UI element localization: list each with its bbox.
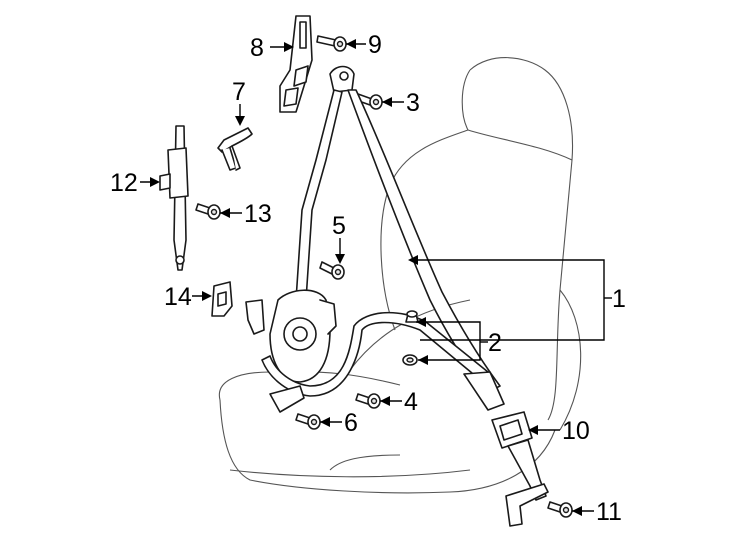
callout-4: 4 [404,388,418,416]
height-adjuster-rail [279,15,313,113]
callout-5: 5 [332,212,346,240]
small-bracket [211,281,233,317]
callout-2: 2 [488,329,502,357]
seat-belt-assembly [245,65,505,413]
callout-12: 12 [110,169,138,197]
leader-lines [140,39,612,516]
callout-3: 3 [406,89,420,117]
bolt-11 [547,501,573,518]
bolt-9 [316,35,347,52]
bolt-6 [295,413,321,430]
seat-belt-buckle [491,411,549,527]
pretensioner-bar [159,125,189,271]
callout-1: 1 [612,285,626,313]
callout-14: 14 [164,283,192,311]
callout-13: 13 [244,200,272,228]
callout-11: 11 [596,498,622,526]
callout-7: 7 [232,78,246,106]
callout-10: 10 [562,417,590,445]
callout-8: 8 [250,34,264,62]
callout-9: 9 [368,31,382,59]
bolt-4 [355,393,381,409]
guide-clip [217,127,253,171]
callout-6: 6 [344,409,358,437]
bolt-5 [319,261,345,280]
bolt-13 [195,203,221,220]
callout-labels: 1 2 3 4 5 6 7 8 9 10 11 12 13 14 [110,31,626,526]
